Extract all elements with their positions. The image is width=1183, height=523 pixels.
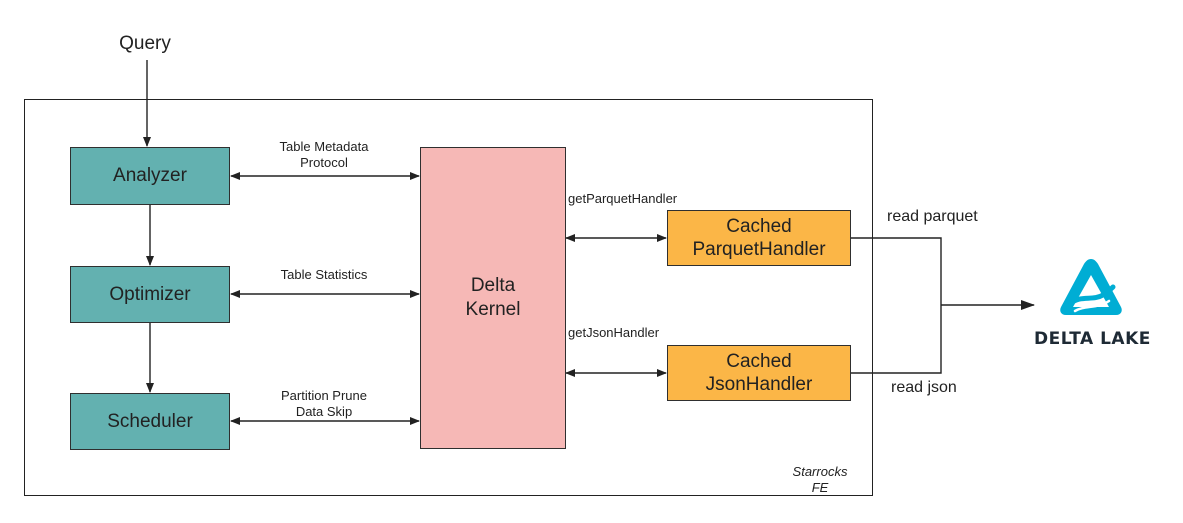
analyzer-kernel-label: Table Metadata Protocol bbox=[244, 139, 404, 171]
parquet-handler-line1: Cached bbox=[726, 216, 792, 237]
kernel-line1: Delta bbox=[470, 275, 516, 296]
optimizer-kernel-label: Table Statistics bbox=[280, 267, 368, 282]
json-handler-line2: JsonHandler bbox=[705, 374, 813, 395]
scheduler-box[interactable]: Scheduler bbox=[70, 393, 230, 450]
delta-lake-logo-text: DELTA LAKE bbox=[1034, 329, 1151, 349]
analyzer-label: Analyzer bbox=[113, 165, 187, 186]
cached-json-handler-box[interactable]: Cached JsonHandler bbox=[667, 345, 851, 401]
analyzer-box[interactable]: Analyzer bbox=[70, 147, 230, 205]
query-label: Query bbox=[119, 33, 171, 54]
optimizer-box[interactable]: Optimizer bbox=[70, 266, 230, 323]
frame-label-line2: FE bbox=[811, 480, 829, 495]
frame-label-line1: Starrocks bbox=[792, 464, 848, 479]
edge-label-line: Protocol bbox=[300, 155, 348, 170]
read-json-label: read json bbox=[891, 379, 957, 396]
scheduler-kernel-label: Partition Prune Data Skip bbox=[244, 388, 404, 420]
starrocks-fe-frame bbox=[24, 99, 873, 496]
delta-kernel-box[interactable]: Delta Kernel bbox=[420, 147, 566, 449]
delta-lake-logo-icon bbox=[1060, 259, 1122, 315]
scheduler-label: Scheduler bbox=[107, 410, 193, 432]
starrocks-fe-label: Starrocks FE bbox=[780, 464, 860, 496]
parquet-handler-line2: ParquetHandler bbox=[692, 239, 826, 260]
cached-parquet-handler-box[interactable]: Cached ParquetHandler bbox=[667, 210, 851, 266]
get-parquet-handler-label: getParquetHandler bbox=[568, 191, 678, 206]
edge-label-line: Data Skip bbox=[295, 404, 353, 419]
read-parquet-label: read parquet bbox=[887, 208, 978, 225]
get-json-handler-label: getJsonHandler bbox=[568, 325, 660, 340]
kernel-line2: Kernel bbox=[465, 299, 521, 320]
edge-label-line: Table Metadata bbox=[279, 139, 369, 154]
edge-label-line: Partition Prune bbox=[281, 388, 367, 403]
optimizer-label: Optimizer bbox=[109, 283, 191, 305]
json-handler-line1: Cached bbox=[726, 351, 792, 372]
